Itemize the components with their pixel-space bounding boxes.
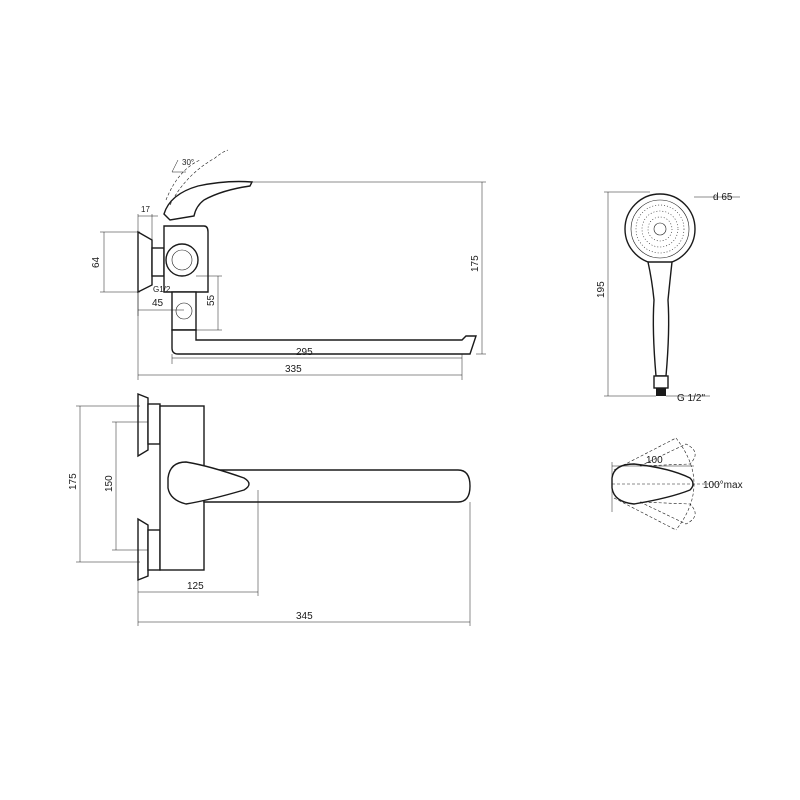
side-outlet-offset-label: 45 xyxy=(152,298,164,309)
shower-handle-end xyxy=(653,375,669,389)
shower-length-label: 195 xyxy=(596,281,607,298)
shower-thread-label: G 1/2" xyxy=(677,393,705,404)
side-lever xyxy=(163,180,254,221)
top-spout xyxy=(203,469,471,503)
side-lever-ghost xyxy=(169,149,229,206)
side-spout-length-label: 295 xyxy=(296,347,313,358)
handle-detail: 100 100°max xyxy=(611,437,743,531)
top-height-label: 175 xyxy=(68,473,79,490)
side-view: 30° 17 64 G1/2 45 55 175 295 xyxy=(91,149,486,380)
top-flange-upper xyxy=(137,392,149,458)
side-outlet-height-label: 55 xyxy=(206,294,217,306)
shower-head-face xyxy=(624,193,696,265)
shower-diameter-label: d 65 xyxy=(713,192,733,203)
shower-handle xyxy=(647,261,673,377)
top-total-length-label: 345 xyxy=(296,611,313,622)
side-angle-label: 30° xyxy=(182,158,194,167)
handle-angle-label: 100°max xyxy=(703,480,743,491)
side-total-length-label: 335 xyxy=(285,364,302,375)
side-top-offset-label: 17 xyxy=(141,205,150,214)
top-view: 175 150 125 345 xyxy=(68,392,471,626)
side-total-height-label: 175 xyxy=(470,255,481,272)
shower-thread xyxy=(656,388,666,396)
side-flange-height-label: 64 xyxy=(91,256,102,268)
handle-width-label: 100 xyxy=(646,455,663,466)
side-outlet xyxy=(171,291,197,331)
side-thread-label: G1/2 xyxy=(153,285,171,294)
top-flange-lower xyxy=(137,517,149,582)
top-body-offset-label: 125 xyxy=(187,581,204,592)
side-wall-flange xyxy=(137,230,153,294)
top-center-distance-label: 150 xyxy=(104,475,115,492)
top-handle xyxy=(167,461,250,505)
side-spout xyxy=(171,329,477,355)
shower-head: d 65 195 G 1/2" xyxy=(596,191,740,404)
side-body-knob xyxy=(165,243,199,277)
side-connector xyxy=(151,247,165,277)
